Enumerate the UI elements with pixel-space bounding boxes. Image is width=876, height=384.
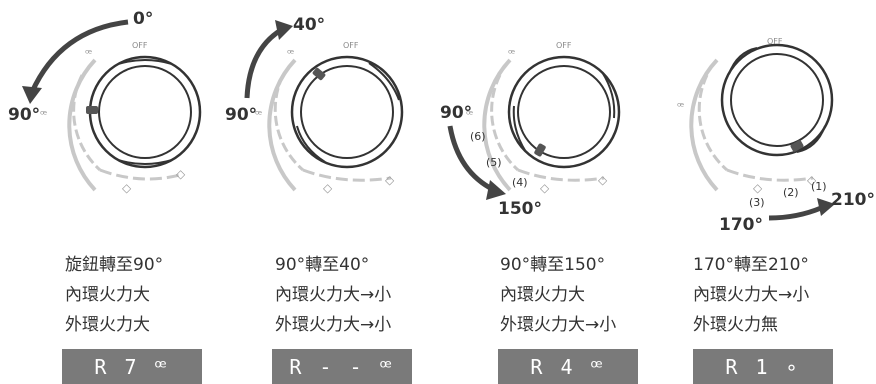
flame-drop-icon: ◇: [176, 167, 186, 181]
flame-drop-icon: ◇: [385, 173, 395, 187]
curved-arrow-icon: [447, 125, 496, 193]
dial-pointer: [790, 140, 804, 152]
caption-line: 外環火力大: [65, 315, 150, 335]
caption-2: 90°轉至40° 內環火力大→小 外環火力大→小: [275, 250, 494, 340]
display-badge-2: R - - ꟹ: [272, 349, 412, 384]
angle-start-label: 0°: [133, 9, 153, 29]
caption-line: 外環火力大→小: [500, 315, 617, 335]
flame-drop-icon: ◇: [598, 173, 608, 187]
caption-line: 內環火力大: [65, 285, 150, 305]
caption-line: 90°轉至150°: [500, 255, 606, 275]
flame-drop-icon: ◇: [753, 181, 763, 195]
display-badge-1: R 7 ꟹ: [62, 349, 202, 384]
panel-4: OFF ꟹ ◇ ◇ (3) (2) (1) 170° 210° 170°轉至21…: [657, 0, 876, 384]
dial-diagram-3: OFF ꟹ ꟹ ◇ ◇ (6) (5) (4) 90° 150°: [440, 41, 621, 219]
step-label: (3): [749, 196, 765, 209]
display-badge-3: R 4 ꟹ: [498, 349, 638, 384]
bottom-scale-arc: [99, 168, 181, 181]
step-label: (4): [512, 176, 528, 189]
angle-end-label: 90°: [8, 105, 40, 125]
dial-diagram-2: OFF ꟹ ꟹ ◇ ◇ 40° 90°: [225, 15, 404, 195]
panel-2: OFF ꟹ ꟹ ◇ ◇ 40° 90° 90°轉至40° 內環火力大→小 外環火…: [219, 0, 438, 384]
flame-drop-icon: ꟹ: [287, 47, 294, 60]
curved-arrow-icon: [244, 27, 283, 99]
step-label: (5): [486, 156, 502, 169]
dial-off-label: OFF: [132, 41, 148, 50]
dial-pointer: [534, 143, 546, 157]
flame-drop-icon: ꟹ: [466, 108, 473, 121]
inner-scale-arc: [72, 74, 102, 172]
step-label: (1): [811, 180, 827, 193]
caption-line: 外環火力無: [693, 315, 778, 335]
caption-line: 90°轉至40°: [275, 255, 370, 275]
caption-4: 170°轉至210° 內環火力大→小 外環火力無: [693, 250, 876, 340]
flame-drop-icon: ꟹ: [677, 100, 684, 113]
curved-arrow-icon: [29, 19, 129, 94]
angle-start-label: 170°: [719, 215, 763, 235]
flame-drop-icon: ◇: [122, 181, 132, 195]
caption-3: 90°轉至150° 內環火力大 外環火力大→小: [500, 250, 719, 340]
caption-line: 170°轉至210°: [693, 255, 809, 275]
flame-drop-icon: ꟹ: [85, 47, 92, 60]
flame-drop-icon: ꟹ: [255, 108, 262, 121]
panel-3: OFF ꟹ ꟹ ◇ ◇ (6) (5) (4) 90° 150° 90°轉至15…: [438, 0, 657, 384]
flame-drop-icon: ◇: [323, 181, 333, 195]
flame-drop-icon: ꟹ: [40, 108, 47, 121]
flame-drop-icon: ◇: [807, 173, 817, 187]
flame-drop-icon: ꟹ: [508, 47, 515, 60]
outer-scale-arc: [67, 58, 97, 192]
caption-line: 外環火力大→小: [275, 315, 392, 335]
caption-line: 內環火力大→小: [275, 285, 392, 305]
angle-start-label: 90°: [225, 105, 257, 125]
caption-line: 內環火力大→小: [693, 285, 810, 305]
flame-drop-icon: ◇: [540, 181, 550, 195]
step-label: (2): [783, 186, 799, 199]
caption-line: 內環火力大: [500, 285, 585, 305]
caption-line: 旋鈕轉至90°: [65, 255, 164, 275]
dial-pointer: [312, 67, 326, 81]
angle-start-label: 90°: [440, 103, 472, 123]
dial-off-label: OFF: [343, 41, 359, 50]
dial-diagram-1: OFF ꟹ ꟹ ◇ ◇ 0° 90°: [8, 9, 202, 195]
dial-diagram-4: OFF ꟹ ◇ ◇ (3) (2) (1) 170° 210°: [677, 37, 875, 235]
display-badge-4: R 1 ∘: [693, 349, 833, 384]
caption-1: 旋鈕轉至90° 內環火力大 外環火力大: [65, 250, 284, 340]
panel-1: OFF ꟹ ꟹ ◇ ◇ 0° 90° 旋鈕轉至90° 內環火力大 外環火力大 R…: [0, 0, 219, 384]
curved-arrow-icon: [768, 205, 822, 221]
dial-off-label: OFF: [556, 41, 572, 50]
angle-end-label: 210°: [831, 190, 875, 210]
dial-off-label: OFF: [767, 37, 783, 46]
angle-end-label: 40°: [293, 15, 325, 35]
dial-pointer: [86, 106, 98, 114]
dial-inner-ring: [98, 65, 192, 159]
step-label: (6): [470, 130, 486, 143]
angle-end-label: 150°: [498, 199, 542, 219]
